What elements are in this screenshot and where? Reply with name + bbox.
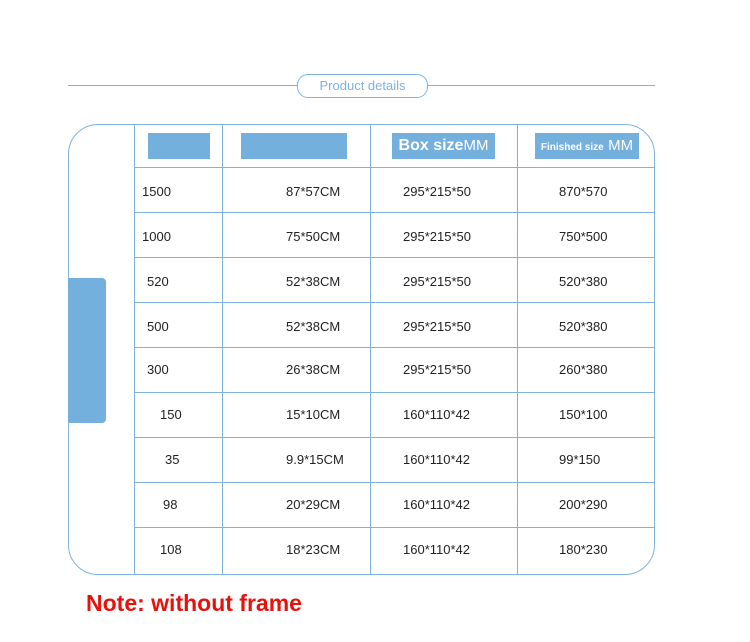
header-unit: MM [608, 137, 634, 154]
side-tab [68, 278, 106, 423]
table-cell: 295*215*50 [403, 319, 471, 334]
header-col-2 [241, 133, 347, 159]
column-divider [517, 124, 518, 575]
header-label: Box size [398, 137, 464, 154]
row-divider [134, 347, 655, 348]
row-divider [134, 167, 655, 168]
table-cell: 26*38CM [286, 362, 341, 377]
note-text: Note: without frame [86, 590, 302, 616]
table-cell: 150*100 [559, 407, 608, 422]
divider-left [68, 85, 297, 86]
table-cell: 160*110*42 [403, 452, 470, 467]
header-finished-size: Finished size MM [535, 133, 639, 159]
table-cell: 1000 [142, 229, 171, 244]
header-unit: MM [463, 137, 489, 154]
table-cell: 87*57CM [286, 184, 341, 199]
table-cell: 20*29CM [286, 497, 341, 512]
table-cell: 200*290 [559, 497, 608, 512]
column-divider [134, 124, 135, 575]
row-divider [134, 212, 655, 213]
row-divider [134, 392, 655, 393]
column-divider [222, 124, 223, 575]
table-cell: 98 [163, 497, 178, 512]
table-cell: 160*110*42 [403, 407, 470, 422]
table-cell: 520*380 [559, 274, 608, 289]
table-cell: 295*215*50 [403, 362, 471, 377]
table-cell: 150 [160, 407, 182, 422]
table-cell: 870*570 [559, 184, 608, 199]
table-cell: 99*150 [559, 452, 601, 467]
row-divider [134, 302, 655, 303]
table-cell: 15*10CM [286, 407, 341, 422]
table-cell: 108 [160, 542, 182, 557]
row-divider [134, 257, 655, 258]
table-cell: 9.9*15CM [286, 452, 344, 467]
column-divider [370, 124, 371, 575]
table-cell: 520 [147, 274, 169, 289]
row-divider [134, 482, 655, 483]
header-label: Finished size [540, 142, 604, 153]
header-box-size: Box sizeMM [392, 133, 495, 159]
table-cell: 295*215*50 [403, 184, 471, 199]
row-divider [134, 437, 655, 438]
table-cell: 52*38CM [286, 274, 341, 289]
table-cell: 160*110*42 [403, 497, 470, 512]
table-cell: 295*215*50 [403, 229, 471, 244]
table-cell: 75*50CM [286, 229, 341, 244]
header-col-1 [148, 133, 210, 159]
table-cell: 295*215*50 [403, 274, 471, 289]
table-cell: 180*230 [559, 542, 608, 557]
table-cell: 500 [147, 319, 169, 334]
table-cell: 35 [165, 452, 180, 467]
table-cell: 18*23CM [286, 542, 341, 557]
table-cell: 750*500 [559, 229, 608, 244]
table-cell: 1500 [142, 184, 171, 199]
table-cell: 160*110*42 [403, 542, 470, 557]
table-cell: 520*380 [559, 319, 608, 334]
table-cell: 52*38CM [286, 319, 341, 334]
row-divider [134, 527, 655, 528]
table-cell: 300 [147, 362, 169, 377]
section-title: Product details [297, 74, 428, 98]
table-cell: 260*380 [559, 362, 608, 377]
divider-right [427, 85, 655, 86]
